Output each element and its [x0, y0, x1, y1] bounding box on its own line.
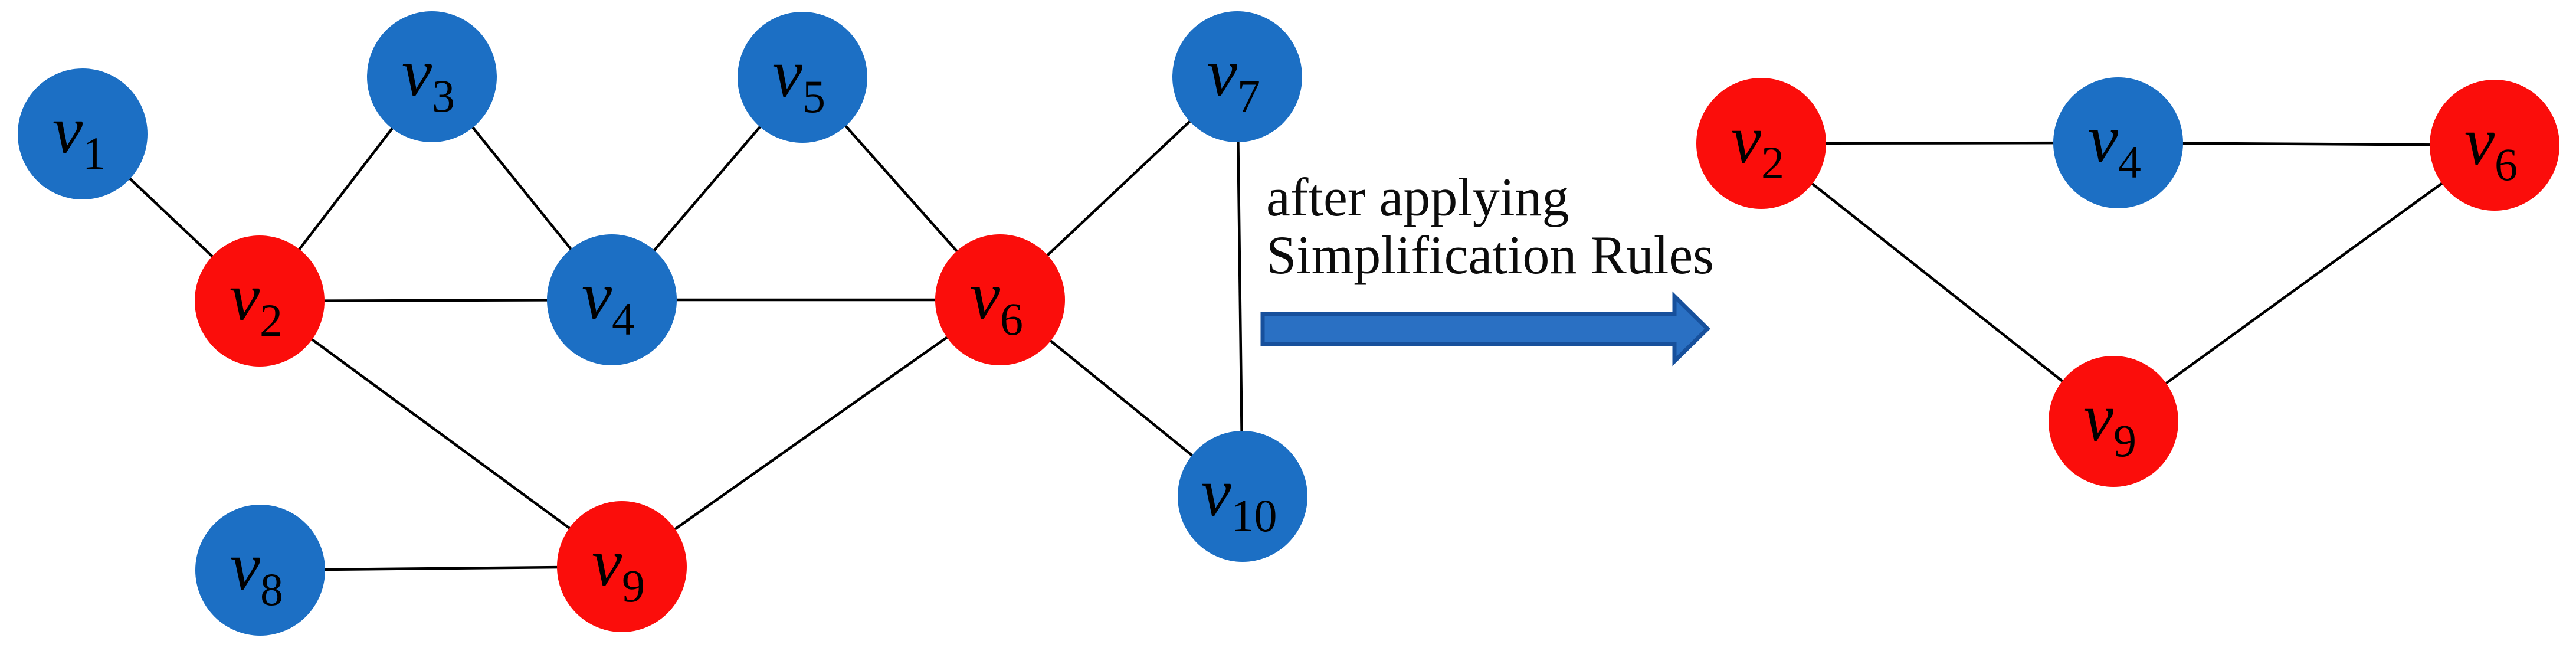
left-edge-v6-v9 [621, 299, 1001, 568]
left-node-v4 [547, 234, 677, 365]
right-node-v6 [2430, 80, 2559, 211]
annotation-line-1: after applying [1266, 167, 1569, 227]
left-edge-v2-v9 [258, 300, 623, 568]
left-node-v7 [1172, 11, 1302, 142]
left-node-v8 [195, 505, 325, 636]
right-node-v4 [2053, 77, 2183, 208]
transition: after applying Simplification Rules [1260, 167, 1714, 367]
right-edge-v2-v9 [1760, 142, 2115, 423]
right-node-v2 [1696, 78, 1826, 209]
left-node-v10 [1178, 431, 1307, 562]
left-node-label-v8: v8 [230, 529, 283, 615]
right-edge-v6-v9 [2112, 144, 2496, 423]
left-node-v2 [195, 235, 325, 367]
right-node-v9 [2049, 356, 2178, 487]
left-node-v5 [738, 12, 867, 143]
right-node-label-v6: v6 [2464, 104, 2518, 190]
left-node-v3 [367, 11, 497, 142]
left-edge-v7-v10 [1235, 76, 1244, 497]
left-node-v6 [935, 234, 1065, 365]
left-node-v1 [18, 68, 148, 199]
left-node-v9 [557, 501, 687, 632]
annotation-line-2: Simplification Rules [1266, 225, 1714, 285]
right-block-arrow-icon [1260, 291, 1710, 367]
